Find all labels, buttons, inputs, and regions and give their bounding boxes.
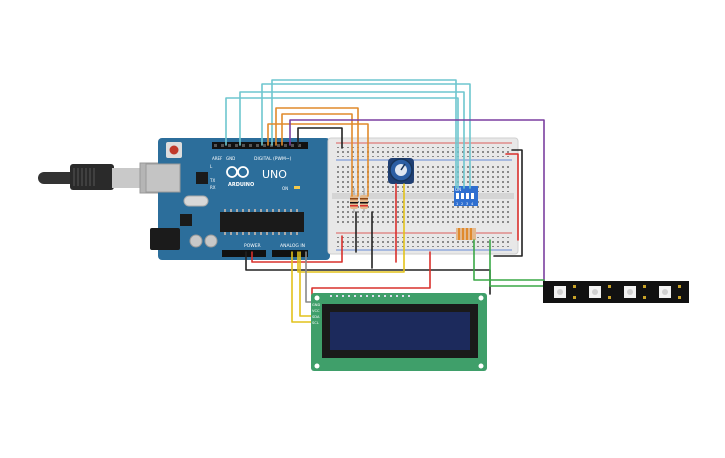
lcd-pin-sda: SDA [312, 315, 320, 319]
rx-label: RX [210, 185, 216, 190]
on-label: ON [282, 186, 288, 191]
dip-toggle-2[interactable] [461, 193, 464, 199]
analog-label: ANALOG IN [280, 243, 305, 249]
reset-button[interactable] [169, 145, 179, 155]
wire-cyan-1[interactable] [225, 97, 459, 189]
dip-switch[interactable]: ON 1 2 3 4 [454, 186, 478, 206]
wire-yellow-1[interactable] [297, 183, 405, 273]
dip-num-1: 1 [456, 202, 458, 206]
wire-gray[interactable] [305, 251, 313, 303]
wire-cyan-3[interactable] [261, 83, 471, 189]
lcd-screen [330, 312, 470, 350]
lcd-module[interactable]: GND VCC SDA SCL [311, 293, 487, 371]
dip-num-3: 3 [466, 202, 468, 206]
dip-num-2: 2 [461, 202, 463, 206]
lcd-pin-scl: SCL [312, 321, 319, 325]
atmega-chip [220, 212, 304, 232]
wire-cyan-4[interactable] [271, 79, 457, 189]
digital-label: DIGITAL (PWM~) [254, 156, 292, 162]
resistor-bank[interactable] [456, 228, 476, 240]
gnd-label: GND [226, 156, 235, 161]
digital-header[interactable] [212, 142, 308, 149]
wire-black-right[interactable] [493, 149, 523, 257]
l-label: L [210, 164, 213, 169]
wire-orange-1[interactable] [275, 107, 359, 197]
led-3 [624, 286, 636, 298]
wire-orange-3[interactable] [267, 123, 369, 197]
led-4 [659, 286, 671, 298]
aref-label: AREF [212, 156, 223, 161]
wire-orange-2[interactable] [281, 113, 353, 197]
led-1 [554, 286, 566, 298]
arduino-model: UNO [262, 168, 287, 181]
dip-on-label: ON [455, 187, 461, 192]
dip-toggle-1[interactable] [456, 193, 459, 199]
arduino-logo-icon [226, 166, 249, 178]
led-strip[interactable] [543, 281, 689, 303]
wire-red-top[interactable] [505, 153, 519, 241]
dip-num-4: 4 [471, 202, 474, 206]
lcd-pin-gnd: GND [312, 303, 320, 307]
wire-cyan-2[interactable] [239, 91, 465, 189]
arduino-uno-board[interactable]: DIGITAL (PWM~) AREF GND TX RX L ON POWER… [145, 138, 330, 260]
wire-green-2[interactable] [489, 239, 545, 287]
analog-header[interactable] [272, 250, 308, 257]
wire-yellow-2[interactable] [291, 251, 313, 323]
resistor-right[interactable] [360, 188, 368, 212]
wire-red-power[interactable] [251, 235, 343, 263]
wire-purple[interactable] [289, 119, 545, 291]
dip-toggle-4[interactable] [471, 193, 474, 199]
tx-label: TX [209, 178, 215, 183]
power-label: POWER [244, 243, 261, 249]
wire-yellow-3[interactable] [299, 251, 313, 317]
wire-black-top[interactable] [297, 127, 343, 149]
arduino-brand: ARDUINO [228, 182, 254, 188]
on-led [294, 186, 300, 189]
resistor-left[interactable] [350, 188, 358, 212]
dip-toggle-3[interactable] [466, 193, 469, 199]
potentiometer[interactable] [388, 158, 414, 184]
lcd-pin-vcc: VCC [312, 309, 320, 313]
led-2 [589, 286, 601, 298]
power-header[interactable] [222, 250, 266, 257]
